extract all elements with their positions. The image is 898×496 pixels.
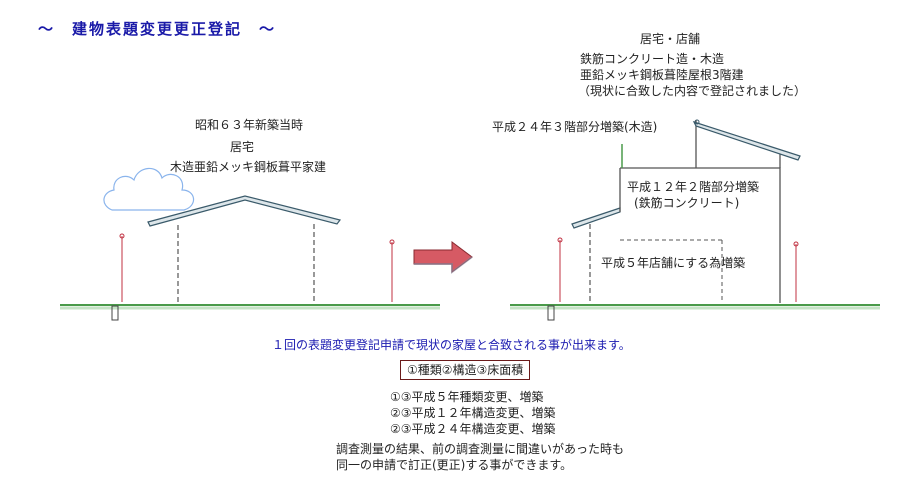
after-note: （現状に合致した内容で登記されました） xyxy=(578,84,807,98)
roof-h24-tip xyxy=(694,119,700,125)
change-item-1: ①③平成５年種類変更、増築 xyxy=(390,390,544,404)
footer-line2: 同一の申請で訂正(更正)する事ができます。 xyxy=(336,458,573,472)
after-structure-line1: 鉄筋コンクリート造・木造 xyxy=(580,52,725,66)
rc-block-h12 xyxy=(620,167,781,303)
pole-left-before-top xyxy=(119,233,125,239)
roof-h5-extension xyxy=(571,207,621,229)
pole-right-after-top xyxy=(793,241,799,247)
label-h12-line1: 平成１２年２階部分増築 xyxy=(627,180,760,194)
after-use-label: 居宅・店舗 xyxy=(640,32,701,46)
roof-before xyxy=(147,195,342,227)
before-use-label: 居宅 xyxy=(230,140,255,154)
change-item-2: ②③平成１２年構造変更、増築 xyxy=(390,406,556,420)
boundary-marker-before xyxy=(111,305,119,321)
arrow-shade xyxy=(414,256,473,274)
change-item-3: ②③平成２４年構造変更、増築 xyxy=(390,422,556,436)
transition-arrow xyxy=(413,241,473,273)
label-h12-line2: (鉄筋コンクリート) xyxy=(634,196,740,210)
pole-right-before-top xyxy=(389,239,395,245)
page-title: ～ 建物表題変更更正登記 ～ xyxy=(38,20,277,38)
label-h5-addition: 平成５年店舗にする為増築 xyxy=(601,256,746,270)
before-structure-label: 木造亜鉛メッキ鋼板葺平家建 xyxy=(170,160,327,174)
cloud-shape xyxy=(103,167,195,211)
after-structure-line2: 亜鉛メッキ鋼板葺陸屋根3階建 xyxy=(580,68,744,82)
items-box: ①種類②構造③床面積 xyxy=(400,360,531,380)
before-when-label: 昭和６３年新築当時 xyxy=(195,118,304,132)
pole-left-after-top xyxy=(557,237,563,243)
roof-h24 xyxy=(692,120,801,161)
footer-line1: 調査測量の結果、前の調査測量に間違いがあった時も xyxy=(336,442,625,456)
boundary-marker-after xyxy=(547,305,555,321)
summary-text: １回の表題変更登記申請で現状の家屋と合致される事が出来ます。 xyxy=(272,338,631,352)
label-h24-addition: 平成２４年３階部分増築(木造) xyxy=(492,120,658,134)
